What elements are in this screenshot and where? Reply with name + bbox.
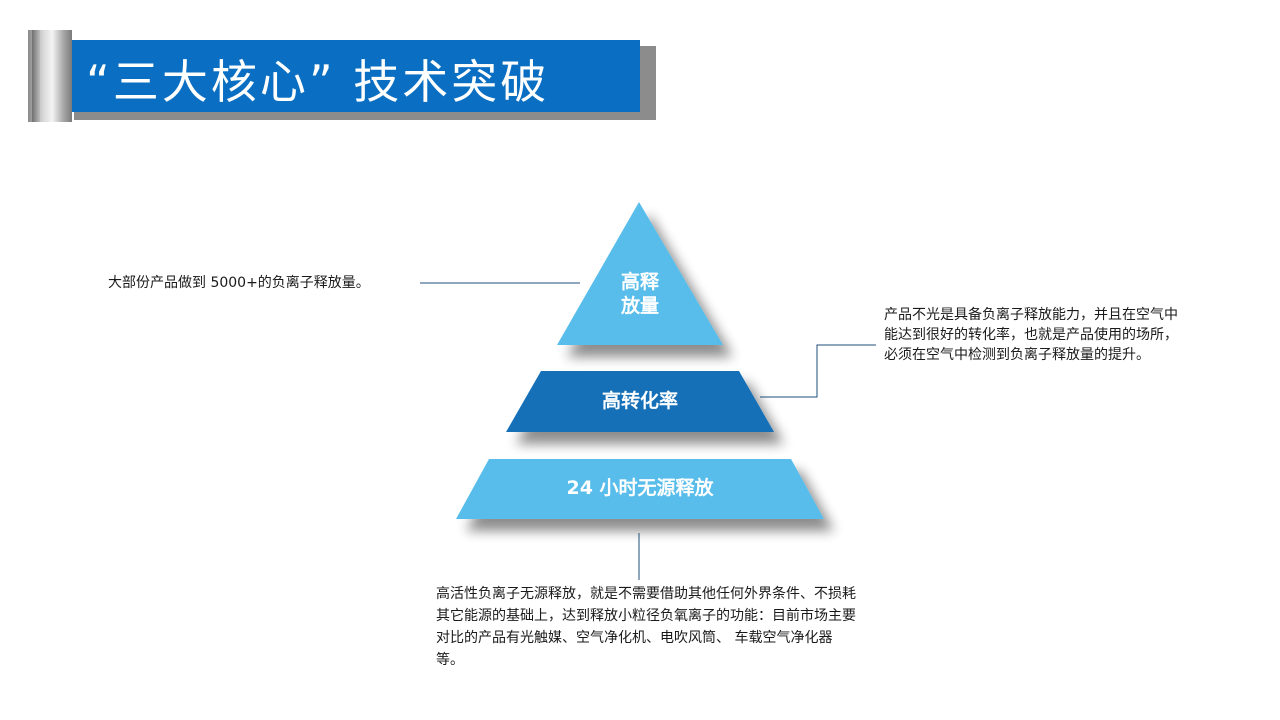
scroll-roll-decoration (28, 30, 72, 122)
pyramid-tier-bottom (456, 459, 824, 519)
page-title: “三大核心” 技术突破 (86, 55, 550, 109)
pyramid-tier-middle (506, 371, 774, 432)
connector-line-right (760, 344, 876, 398)
tier-middle-label: 高转化率 (601, 390, 678, 412)
title-banner (64, 40, 640, 112)
pyramid-tier-top (557, 202, 723, 345)
annotation-high-conversion: 产品不光是具备负离子释放能力，并且在空气中能达到很好的转化率，也就是产品使用的场… (884, 307, 1178, 363)
tier-bottom-label: 24 小时无源释放 (566, 477, 714, 499)
annotation-high-release: 大部份产品做到 5000+的负离子释放量。 (108, 275, 370, 291)
tier-top-label-line2: 放量 (620, 295, 659, 317)
tier-top-label: 高释 放量 (590, 270, 690, 318)
annotation-passive-release: 高活性负离子无源释放，就是不需要借助其他任何外界条件、不损耗其它能源的基础上，达… (436, 586, 856, 668)
tier-top-label-line1: 高释 (620, 271, 659, 293)
